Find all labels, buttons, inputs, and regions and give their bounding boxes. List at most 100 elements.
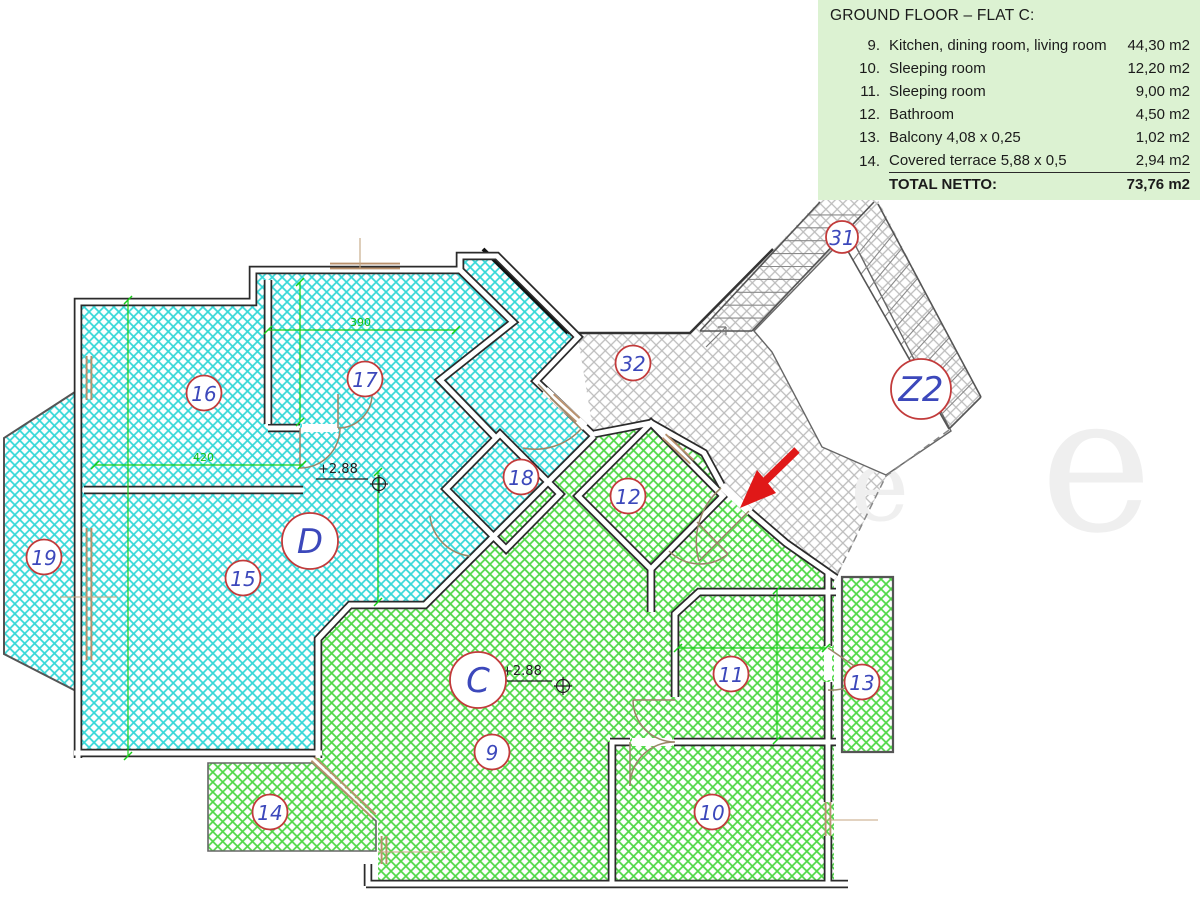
room-label-10: 10 bbox=[699, 801, 724, 825]
door-swing bbox=[698, 510, 750, 562]
room-label-15: 15 bbox=[230, 567, 255, 591]
dimension-tick bbox=[772, 585, 782, 595]
dimension-tick bbox=[373, 597, 383, 607]
legend-row-number: 10. bbox=[859, 60, 880, 77]
room-circle-32 bbox=[614, 344, 652, 382]
dimension-label: 420 bbox=[193, 451, 214, 464]
legend-panel: GROUND FLOOR – FLAT C: 9. Kitchen, dining… bbox=[818, 0, 1200, 200]
room-label-Z2: Z2 bbox=[898, 370, 944, 410]
room-circle-D bbox=[281, 512, 339, 570]
wall-core bbox=[315, 434, 596, 758]
legend-room-name: Sleeping room bbox=[889, 83, 986, 100]
legend-row: 9. Kitchen, dining room, living room 44,30… bbox=[852, 34, 1190, 57]
dimension-tick bbox=[123, 751, 133, 761]
room-circle-15 bbox=[224, 559, 262, 597]
room-circle-31 bbox=[825, 220, 859, 254]
room-circle-17 bbox=[346, 360, 384, 398]
dimension-tick bbox=[297, 460, 307, 470]
room-circle-Z2 bbox=[890, 358, 952, 420]
entrance-arrow-head bbox=[740, 470, 776, 508]
legend-row-number: 14. bbox=[859, 153, 880, 170]
legend-room-name: Sleeping room bbox=[889, 60, 986, 77]
dimension-tick bbox=[263, 325, 273, 335]
stair-edge bbox=[699, 201, 821, 332]
room-circle-11 bbox=[712, 655, 750, 693]
watermark-glyph: e bbox=[1040, 354, 1152, 575]
legend-room-area: 44,30 m2 bbox=[1127, 37, 1190, 54]
wall-core bbox=[436, 268, 517, 439]
legend-room-area: 12,20 m2 bbox=[1127, 60, 1190, 77]
legend-total-value: 73,76 m2 bbox=[1126, 176, 1190, 193]
window-glyph bbox=[661, 437, 692, 465]
legend-row-number: 13. bbox=[859, 129, 880, 146]
stair-direction-arrow bbox=[705, 326, 727, 348]
wall-core bbox=[593, 420, 725, 488]
door-swing bbox=[337, 393, 373, 429]
door-swing bbox=[537, 383, 582, 430]
legend-room-area: 4,50 m2 bbox=[1135, 106, 1190, 123]
legend-title: GROUND FLOOR – FLAT C: bbox=[830, 7, 1035, 24]
door-swing bbox=[696, 521, 729, 555]
room-circle-C bbox=[449, 651, 507, 709]
dimension-tick bbox=[295, 277, 305, 287]
stair-tread bbox=[884, 277, 919, 317]
legend-row-number: 11. bbox=[860, 83, 880, 100]
window-glyph bbox=[313, 756, 377, 815]
door-swing bbox=[668, 550, 729, 565]
level-marker-text: +2.88 bbox=[318, 462, 358, 477]
room-circle-9 bbox=[473, 733, 511, 771]
room-label-9: 9 bbox=[486, 741, 499, 765]
wall-core bbox=[75, 253, 596, 758]
stair-tread bbox=[900, 307, 934, 345]
room-label-32: 32 bbox=[620, 352, 645, 376]
room-label-14: 14 bbox=[257, 801, 282, 825]
room-label-18: 18 bbox=[508, 466, 533, 490]
legend-total-row: TOTAL NETTO:73,76 m2 bbox=[852, 173, 1190, 196]
room-circle-13 bbox=[843, 663, 881, 701]
window-glyph bbox=[552, 393, 581, 419]
door-swing bbox=[629, 741, 675, 787]
legend-room-name: Kitchen, dining room, living room bbox=[889, 37, 1107, 54]
room-circle-19 bbox=[25, 538, 63, 576]
outer-wall-edge bbox=[481, 247, 570, 335]
room-label-16: 16 bbox=[191, 382, 216, 406]
door-swing bbox=[695, 487, 722, 562]
legend-row-number: 12. bbox=[859, 106, 880, 123]
room-label-17: 17 bbox=[352, 368, 378, 392]
legend-room-area: 1,02 m2 bbox=[1135, 129, 1190, 146]
door-opening bbox=[719, 483, 753, 515]
room-circle-12 bbox=[609, 477, 647, 515]
legend-row-number: 9. bbox=[867, 37, 880, 54]
legend-row: 11. Sleeping room 9,00 m2 bbox=[852, 80, 1190, 103]
room-circle-18 bbox=[502, 458, 540, 496]
stair-tread bbox=[860, 233, 895, 275]
wall-core bbox=[672, 589, 836, 697]
room-label-31: 31 bbox=[829, 226, 854, 250]
wall-core bbox=[748, 510, 838, 581]
room-label-12: 12 bbox=[615, 485, 640, 509]
dimension-tick bbox=[123, 295, 133, 305]
stair-tread bbox=[940, 381, 974, 416]
room-label-13: 13 bbox=[849, 671, 874, 695]
legend-room-area: 9,00 m2 bbox=[1135, 83, 1190, 100]
stair-edge bbox=[877, 203, 982, 398]
dimension-tick bbox=[821, 643, 831, 653]
level-marker-text: +2.88 bbox=[502, 664, 542, 679]
stair-tread bbox=[876, 263, 911, 303]
dimension-tick bbox=[673, 643, 683, 653]
door-swing bbox=[299, 427, 341, 469]
door-opening bbox=[542, 387, 588, 430]
dimension-tick bbox=[90, 460, 100, 470]
flat-c-hatch bbox=[313, 423, 834, 884]
legend-row: 10. Sleeping room 12,20 m2 bbox=[852, 57, 1190, 80]
legend-room-name: Covered terrace 5,88 x 0,5 bbox=[889, 152, 1067, 169]
wall-core bbox=[442, 430, 564, 553]
room-label-C: C bbox=[466, 661, 490, 701]
dimension-tick bbox=[295, 417, 305, 427]
stair-tread bbox=[892, 292, 926, 331]
stair-tread bbox=[908, 322, 942, 359]
stair-tread bbox=[868, 248, 903, 289]
